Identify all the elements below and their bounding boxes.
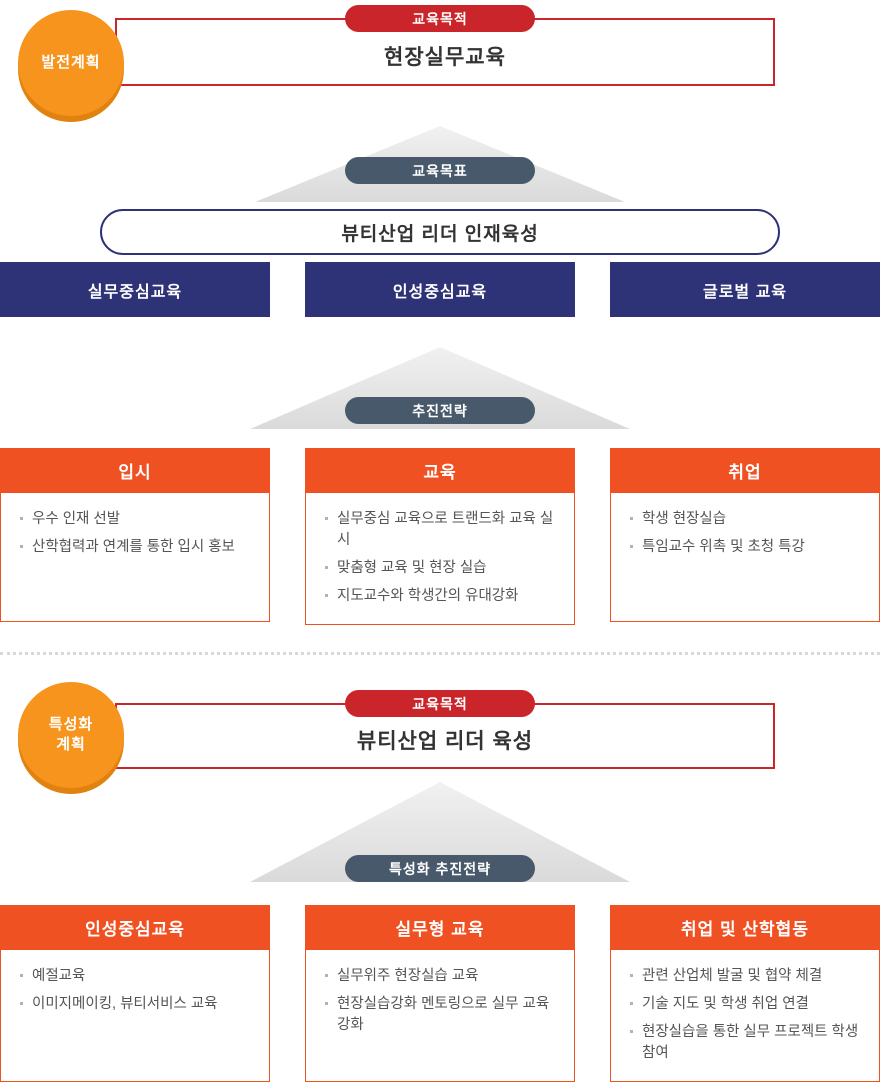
card-employment-cooperation: 취업 및 산학협동 관련 산업체 발굴 및 협약 체결 기술 지도 및 학생 취… <box>610 905 880 1082</box>
strategy-pill-2: 특성화 추진전략 <box>345 855 535 882</box>
pillar-bar-global: 글로벌 교육 <box>610 262 880 317</box>
strategy-pill-1: 추진전략 <box>345 397 535 424</box>
card-item: 실무위주 현장실습 교육 <box>324 966 558 987</box>
pillar-bar-practical: 실무중심교육 <box>0 262 270 317</box>
purpose-title-1: 현장실무교육 <box>384 46 506 69</box>
specialization-plan-badge: 특성화 계획 <box>18 682 124 788</box>
card-item: 학생 현장실습 <box>629 509 863 530</box>
card-item: 지도교수와 학생간의 유대강화 <box>324 586 558 607</box>
card-title: 인성중심교육 <box>0 905 270 950</box>
card-education: 교육 실무중심 교육으로 트랜드화 교육 실시 맞춤형 교육 및 현장 실습 지… <box>305 448 575 626</box>
section-divider <box>0 652 880 655</box>
goal-pill: 교육목표 <box>345 157 535 184</box>
card-body: 학생 현장실습 특임교수 위촉 및 초청 특강 <box>610 493 880 622</box>
vision-banner: 뷰티산업 리더 인재육성 <box>100 209 780 255</box>
card-item: 맞춤형 교육 및 현장 실습 <box>324 558 558 579</box>
card-body: 실무중심 교육으로 트랜드화 교육 실시 맞춤형 교육 및 현장 실습 지도교수… <box>305 493 575 626</box>
card-item: 현장실습강화 멘토링으로 실무 교육 강화 <box>324 994 558 1036</box>
card-item: 기술 지도 및 학생 취업 연결 <box>629 994 863 1015</box>
card-body: 관련 산업체 발굴 및 협약 체결 기술 지도 및 학생 취업 연결 현장실습을… <box>610 950 880 1082</box>
card-admission: 입시 우수 인재 선발 산학협력과 연계를 통한 입시 홍보 <box>0 448 270 622</box>
card-body: 우수 인재 선발 산학협력과 연계를 통한 입시 홍보 <box>0 493 270 622</box>
card-title: 입시 <box>0 448 270 493</box>
pillar-bar-character: 인성중심교육 <box>305 262 575 317</box>
card-title: 취업 <box>610 448 880 493</box>
card-body: 실무위주 현장실습 교육 현장실습강화 멘토링으로 실무 교육 강화 <box>305 950 575 1082</box>
card-item: 예절교육 <box>19 966 253 987</box>
card-character-education: 인성중심교육 예절교육 이미지메이킹, 뷰티서비스 교육 <box>0 905 270 1082</box>
card-item: 현장실습을 통한 실무 프로젝트 학생 참여 <box>629 1022 863 1064</box>
purpose-title-2: 뷰티산업 리더 육성 <box>356 730 534 753</box>
card-item: 특임교수 위촉 및 초청 특강 <box>629 537 863 558</box>
card-item: 우수 인재 선발 <box>19 509 253 530</box>
card-practical-education: 실무형 교육 실무위주 현장실습 교육 현장실습강화 멘토링으로 실무 교육 강… <box>305 905 575 1082</box>
purpose-pill-1: 교육목적 <box>345 5 535 32</box>
purpose-pill-2: 교육목적 <box>345 690 535 717</box>
card-title: 실무형 교육 <box>305 905 575 950</box>
card-body: 예절교육 이미지메이킹, 뷰티서비스 교육 <box>0 950 270 1082</box>
card-employment: 취업 학생 현장실습 특임교수 위촉 및 초청 특강 <box>610 448 880 622</box>
card-title: 교육 <box>305 448 575 493</box>
card-item: 산학협력과 연계를 통한 입시 홍보 <box>19 537 253 558</box>
card-item: 이미지메이킹, 뷰티서비스 교육 <box>19 994 253 1015</box>
card-item: 실무중심 교육으로 트랜드화 교육 실시 <box>324 509 558 551</box>
card-item: 관련 산업체 발굴 및 협약 체결 <box>629 966 863 987</box>
card-title: 취업 및 산학협동 <box>610 905 880 950</box>
development-plan-badge: 발전계획 <box>18 10 124 116</box>
